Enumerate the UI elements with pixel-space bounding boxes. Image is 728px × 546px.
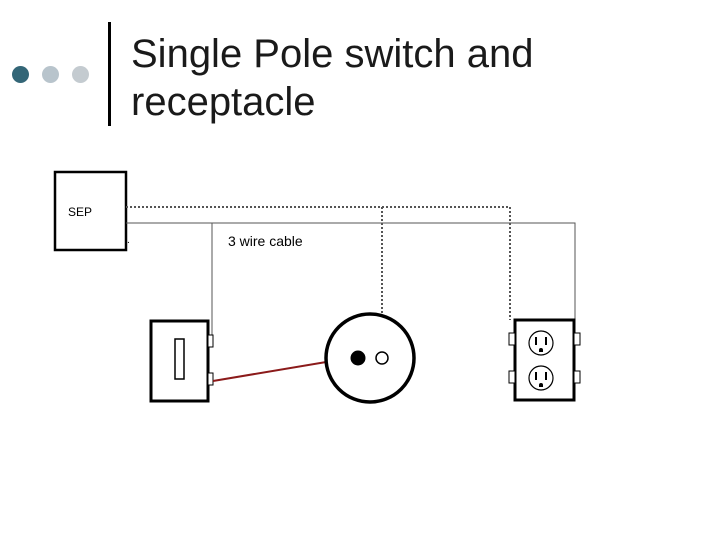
outlet-top (528, 330, 554, 356)
slide-title: Single Pole switch and receptacle (131, 32, 534, 124)
receptacle-terminal-right-bottom (573, 370, 581, 384)
switch-toggle (174, 338, 185, 380)
switch-terminal-top (207, 334, 214, 348)
receptacle-terminal-left-bottom (508, 370, 516, 384)
service-panel (53, 170, 128, 252)
neutral-wire (126, 222, 576, 320)
bullet-dot-1 (12, 66, 29, 83)
panel-label: SEP (68, 205, 92, 219)
switch-terminal-bottom (207, 372, 214, 386)
light-terminal-light (375, 351, 389, 365)
bullet-dots (12, 66, 96, 84)
light-tick: . (325, 360, 328, 370)
light-fixture (324, 312, 416, 404)
cable-label: 3 wire cable (228, 233, 303, 249)
receptacle-terminal-right-top (573, 332, 581, 346)
receptacle-terminal-left-top (508, 332, 516, 346)
dotted-hot-wire (126, 206, 511, 320)
light-terminal-dark (350, 350, 366, 366)
outlet-bottom (528, 365, 554, 391)
title-divider (108, 22, 111, 126)
panel-tick: . (127, 235, 130, 246)
bullet-dot-3 (72, 66, 89, 83)
bullet-dot-2 (42, 66, 59, 83)
